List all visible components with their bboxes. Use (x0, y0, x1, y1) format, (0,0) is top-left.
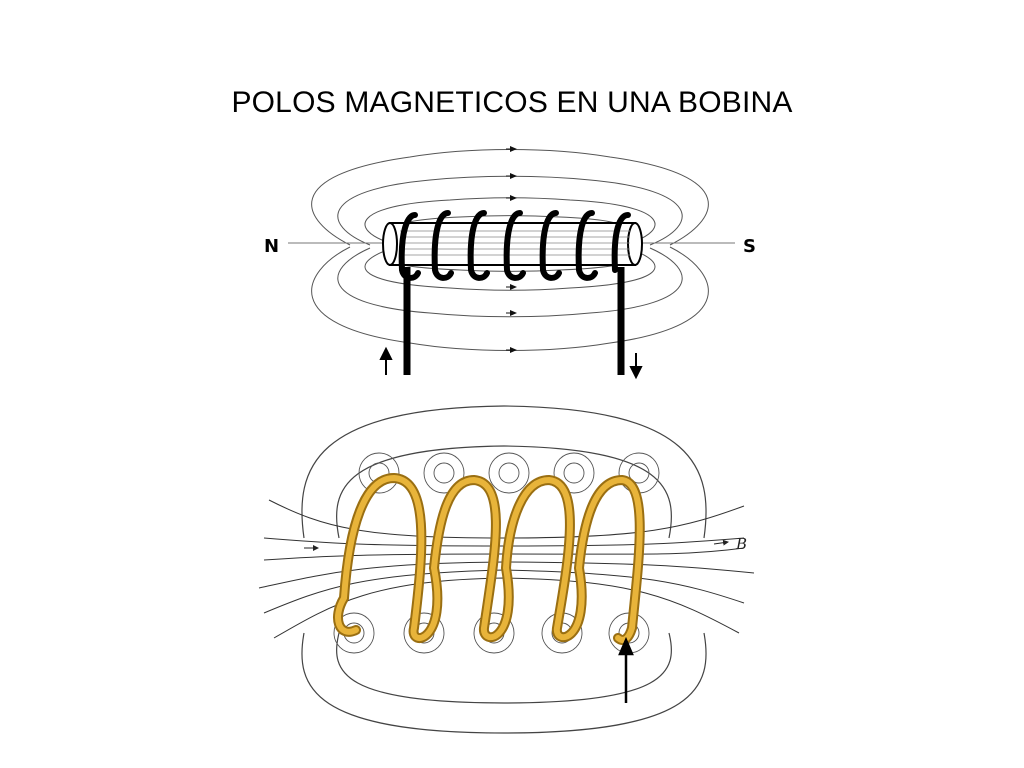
field-arrows (506, 146, 517, 353)
field-b-label: B (735, 535, 747, 553)
outer-field-lines (301, 405, 707, 734)
helix-coil (333, 472, 645, 645)
current-arrows (379, 346, 643, 380)
coil-windings (398, 210, 631, 281)
north-pole-label: N (264, 236, 279, 257)
axial-field-arrows (304, 539, 729, 551)
coil-leads (403, 267, 625, 375)
coil-core (382, 222, 643, 266)
south-pole-label: S (743, 236, 756, 257)
slide-title: POLOS MAGNETICOS EN UNA BOBINA (231, 86, 793, 119)
current-arrow (618, 636, 634, 703)
helix-field-diagram: B (258, 405, 755, 734)
solenoid-field-diagram: N S (264, 146, 756, 380)
